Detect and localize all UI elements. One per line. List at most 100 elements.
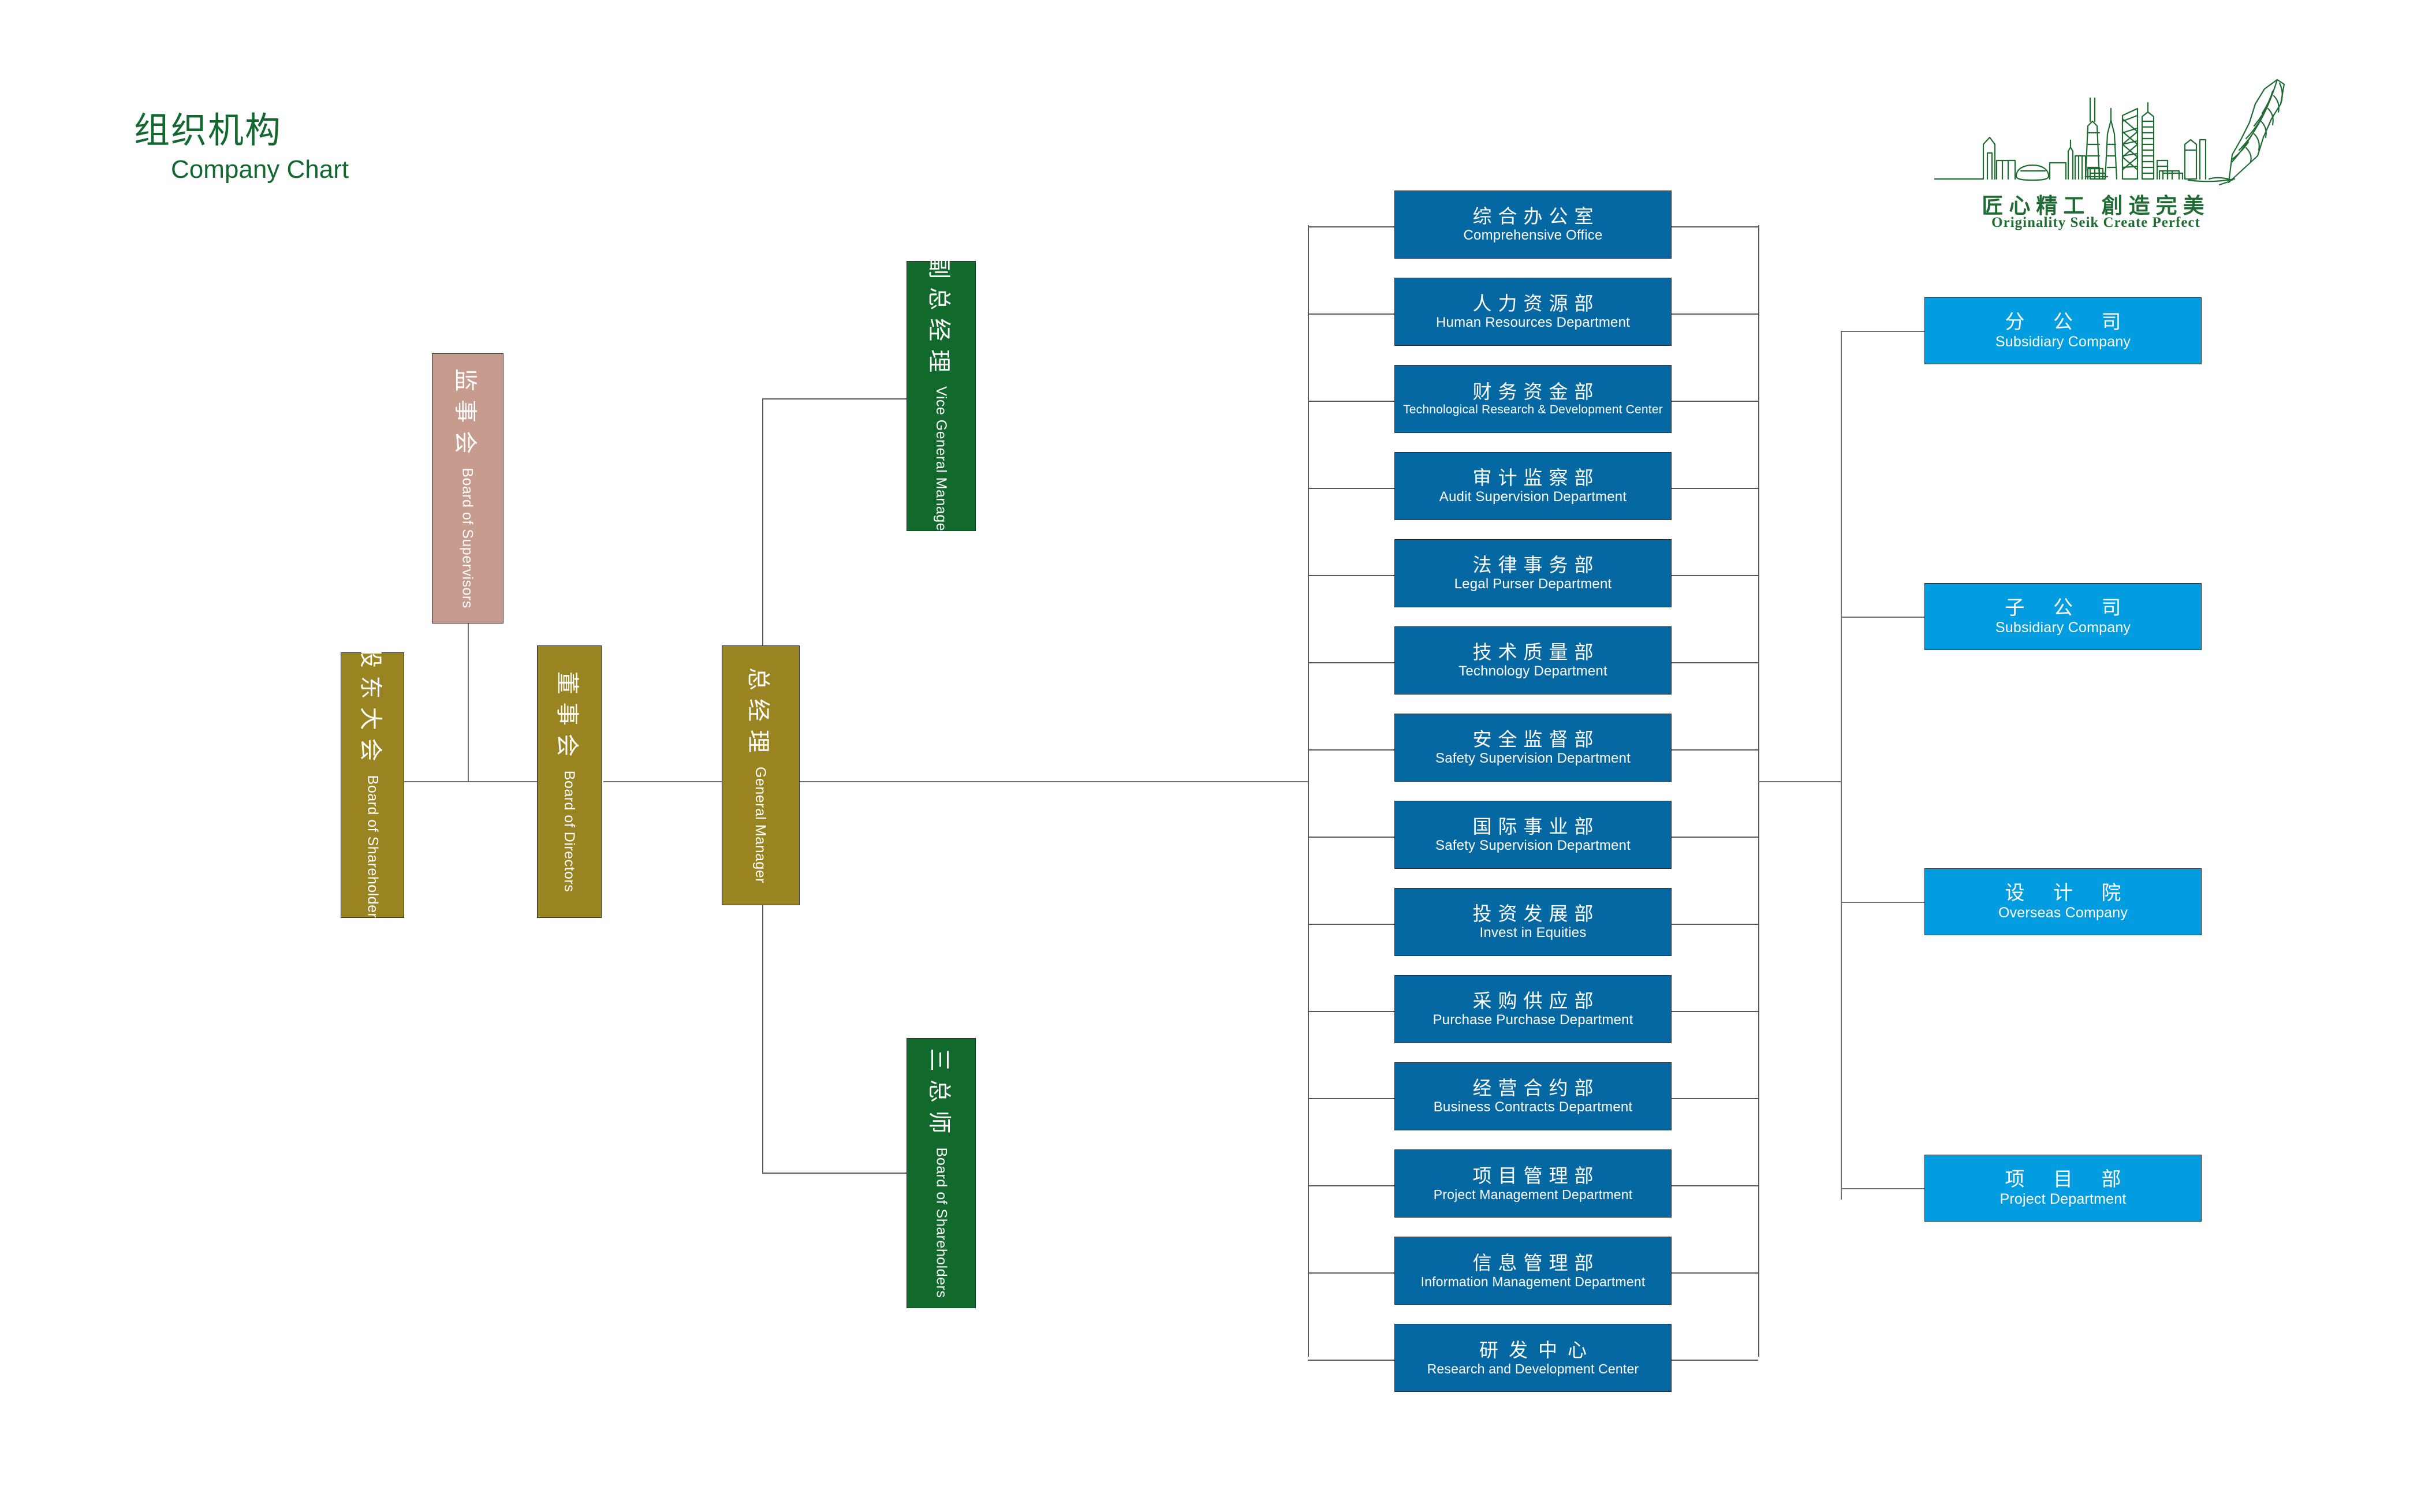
- subsidiary-stub-2: [1841, 617, 1924, 618]
- subsidiary-3-cn: 设 计 院: [2005, 882, 2133, 905]
- box-supervisors-en: Board of Supervisors: [460, 468, 476, 608]
- connector-gm-chief-horizontal: [762, 1173, 907, 1174]
- dept-4-cn: 审计监察部: [1472, 467, 1600, 489]
- dept-10-en: Purchase Purchase Department: [1433, 1012, 1633, 1028]
- dept-box-11[interactable]: 经营合约部 Business Contracts Department: [1394, 1062, 1672, 1130]
- dept-stub-right-4: [1672, 488, 1758, 489]
- dept-box-6[interactable]: 技术质量部 Technology Department: [1394, 626, 1672, 695]
- subsidiary-4-cn: 项 目 部: [2005, 1168, 2133, 1191]
- subsidiary-3-en: Overseas Company: [1998, 905, 2128, 921]
- subsidiary-2-cn: 子 公 司: [2005, 597, 2133, 619]
- subsidiary-box-4[interactable]: 项 目 部 Project Department: [1924, 1155, 2202, 1222]
- dept-2-cn: 人力资源部: [1472, 293, 1600, 315]
- dept-stub-left-1: [1308, 226, 1394, 227]
- dept-box-13[interactable]: 信息管理部 Information Management Department: [1394, 1237, 1672, 1305]
- box-gm-cn: 总经理: [745, 667, 771, 761]
- subsidiary-4-en: Project Department: [2000, 1191, 2127, 1208]
- dept-14-cn: 研发中心: [1479, 1339, 1597, 1361]
- dept-8-en: Safety Supervision Department: [1435, 838, 1631, 854]
- connector-shareholders-directors: [404, 781, 537, 782]
- box-board-of-supervisors[interactable]: Board of Supervisors 监事会: [432, 353, 503, 624]
- dept-9-cn: 投资发展部: [1472, 903, 1600, 925]
- box-three-chief-engineers[interactable]: Board of Shareholders 三总师: [907, 1038, 976, 1308]
- box-chief-cn: 三总师: [926, 1048, 952, 1142]
- dept-1-en: Comprehensive Office: [1463, 227, 1603, 244]
- box-board-of-directors[interactable]: Board of Directors 董事会: [537, 645, 602, 918]
- dept-stub-right-3: [1672, 401, 1758, 402]
- dept-14-en: Research and Development Center: [1427, 1361, 1639, 1376]
- subsidiary-spine: [1841, 331, 1842, 1200]
- dept-box-12[interactable]: 项目管理部 Project Management Department: [1394, 1149, 1672, 1218]
- connector-directors-gm: [603, 781, 722, 782]
- dept-box-2[interactable]: 人力资源部 Human Resources Department: [1394, 278, 1672, 346]
- dept-stub-right-1: [1672, 226, 1758, 227]
- dept-7-cn: 安全监督部: [1472, 729, 1600, 751]
- subsidiary-box-2[interactable]: 子 公 司 Subsidiary Company: [1924, 583, 2202, 650]
- dept-stub-left-2: [1308, 313, 1394, 315]
- dept-stub-left-8: [1308, 837, 1394, 838]
- dept-2-en: Human Resources Department: [1435, 315, 1630, 331]
- dept-13-cn: 信息管理部: [1472, 1252, 1600, 1274]
- dept-3-cn: 财务资金部: [1472, 380, 1600, 402]
- dept-12-cn: 项目管理部: [1472, 1164, 1600, 1186]
- box-vgm-cn: 副总经理: [926, 256, 952, 381]
- subsidiary-1-en: Subsidiary Company: [1995, 334, 2131, 350]
- box-board-of-shareholders[interactable]: Board of Shareholders 股东大会: [341, 645, 404, 925]
- box-general-manager[interactable]: General Manager 总经理: [722, 645, 800, 905]
- box-shareholders-en: Board of Shareholders: [364, 775, 381, 926]
- dept-7-en: Safety Supervision Department: [1435, 751, 1631, 767]
- dept-box-5[interactable]: 法律事务部 Legal Purser Department: [1394, 539, 1672, 607]
- dept-stub-left-6: [1308, 662, 1394, 663]
- dept-box-3[interactable]: 财务资金部 Technological Research & Developme…: [1394, 365, 1672, 433]
- subsidiary-stub-3: [1841, 902, 1924, 903]
- dept-box-14[interactable]: 研发中心 Research and Development Center: [1394, 1324, 1672, 1392]
- dept-box-7[interactable]: 安全监督部 Safety Supervision Department: [1394, 714, 1672, 782]
- dept-box-8[interactable]: 国际事业部 Safety Supervision Department: [1394, 801, 1672, 869]
- dept-6-en: Technology Department: [1458, 663, 1607, 680]
- dept-8-cn: 国际事业部: [1472, 816, 1600, 838]
- dept-5-cn: 法律事务部: [1472, 554, 1600, 576]
- dept-10-cn: 采购供应部: [1472, 990, 1600, 1012]
- dept-box-1[interactable]: 综合办公室 Comprehensive Office: [1394, 191, 1672, 259]
- dept-stub-left-11: [1308, 1098, 1394, 1099]
- dept-9-en: Invest in Equities: [1479, 925, 1587, 941]
- dept-6-cn: 技术质量部: [1472, 641, 1600, 663]
- dept-stub-right-9: [1672, 924, 1758, 925]
- connector-supervisors-drop: [468, 624, 469, 782]
- dept-stub-left-9: [1308, 924, 1394, 925]
- box-vgm-en: Vice General Manager: [933, 386, 950, 536]
- subsidiary-stub-1: [1841, 331, 1924, 332]
- page-title: 组织机构 Company Chart: [134, 113, 349, 182]
- connector-gm-vgm-vertical: [762, 398, 763, 782]
- dept-stub-left-10: [1308, 1011, 1394, 1012]
- dept-stub-right-11: [1672, 1098, 1758, 1099]
- dept-12-en: Project Management Department: [1433, 1186, 1633, 1202]
- dept-stub-right-2: [1672, 313, 1758, 315]
- dept-box-10[interactable]: 采购供应部 Purchase Purchase Department: [1394, 975, 1672, 1043]
- company-logo: 匠心精工 創造完美 Originality Seik Create Perfec…: [1934, 64, 2292, 254]
- dept-stub-right-6: [1672, 662, 1758, 663]
- skyline-icon: [1934, 97, 2236, 182]
- box-chief-en: Board of Shareholders: [933, 1147, 950, 1298]
- dept-box-9[interactable]: 投资发展部 Invest in Equities: [1394, 888, 1672, 956]
- box-directors-cn: 董事会: [554, 671, 580, 765]
- dept-5-en: Legal Purser Department: [1454, 576, 1612, 592]
- dept-box-4[interactable]: 审计监察部 Audit Supervision Department: [1394, 452, 1672, 520]
- dept-3-en: Technological Research & Development Cen…: [1403, 402, 1663, 416]
- feather-quill-icon: [2218, 79, 2285, 186]
- connector-gm-to-dept-spine: [800, 781, 1308, 782]
- connector-dept-to-subsidiary: [1758, 781, 1842, 782]
- dept-stub-left-12: [1308, 1185, 1394, 1186]
- subsidiary-box-3[interactable]: 设 计 院 Overseas Company: [1924, 868, 2202, 935]
- dept-13-en: Information Management Department: [1420, 1274, 1646, 1289]
- subsidiary-2-en: Subsidiary Company: [1995, 619, 2131, 636]
- dept-stub-right-5: [1672, 575, 1758, 576]
- subsidiary-box-1[interactable]: 分 公 司 Subsidiary Company: [1924, 297, 2202, 364]
- dept-stub-right-13: [1672, 1272, 1758, 1274]
- dept-11-cn: 经营合约部: [1472, 1077, 1600, 1099]
- dept-stub-left-3: [1308, 401, 1394, 402]
- box-shareholders-cn: 股东大会: [357, 644, 383, 770]
- box-vice-general-manager[interactable]: Vice General Manager 副总经理: [907, 256, 976, 536]
- connector-gm-vgm-horizontal: [762, 398, 907, 400]
- box-gm-en: General Manager: [753, 766, 769, 884]
